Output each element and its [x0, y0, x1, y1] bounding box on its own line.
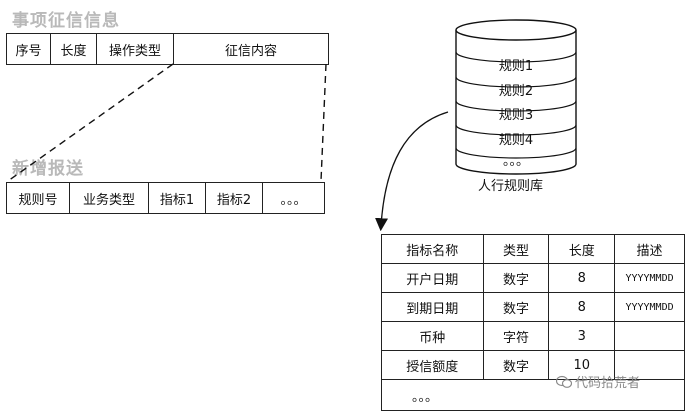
field-length: 长度 — [51, 34, 97, 64]
field-credit-content: 征信内容 — [224, 43, 277, 59]
cell-type: 字符 — [482, 321, 550, 351]
cell-type: 数字 — [482, 292, 550, 322]
cell-name: 币种 — [381, 321, 484, 351]
cell-description — [614, 321, 685, 351]
indicator-table: 指标名称 类型 长度 描述 开户日期 数字 8 YYYYMMDD 到期日期 数字… — [381, 234, 685, 411]
table-row: 币种 字符 3 — [381, 321, 685, 351]
field-business-type: 业务类型 — [70, 183, 149, 213]
new-report-section-title: 新增报送 — [12, 159, 84, 179]
expand-line-left — [7, 63, 174, 182]
db-caption: 人行规则库 — [478, 179, 544, 194]
db-rule-1: 规则1 — [498, 59, 534, 74]
record-section-title: 事项征信信息 — [12, 11, 120, 31]
db-more: 。。。 — [502, 154, 529, 169]
cell-length: 8 — [548, 263, 616, 293]
chat-bubble-icon — [556, 375, 572, 388]
cell-type: 数字 — [482, 263, 550, 293]
db-rule-3: 规则3 — [498, 108, 534, 123]
table-row: 到期日期 数字 8 YYYYMMDD — [381, 292, 685, 322]
header-indicator-name: 指标名称 — [381, 234, 484, 264]
cell-length: 3 — [548, 321, 616, 351]
header-type: 类型 — [482, 234, 550, 264]
watermark: 代码拾荒者 — [556, 372, 640, 391]
cell-name: 授信额度 — [381, 350, 484, 380]
table-header-row: 指标名称 类型 长度 描述 — [381, 234, 685, 264]
header-length: 长度 — [548, 234, 616, 264]
field-indicator-2: 指标2 — [206, 183, 263, 213]
cell-length: 10 — [548, 350, 616, 380]
table-ellipsis-row: 。。。 — [381, 379, 685, 411]
expand-line-right — [320, 63, 327, 182]
table-row: 授信额度 数字 10 — [381, 350, 685, 380]
cell-description: YYYYMMDD — [614, 263, 685, 293]
field-more: 。。。 — [280, 192, 307, 208]
db-rule-4: 规则4 — [498, 133, 534, 148]
cell-name: 开户日期 — [381, 263, 484, 293]
header-description: 描述 — [614, 234, 685, 264]
cell-name: 到期日期 — [381, 292, 484, 322]
watermark-text: 代码拾荒者 — [575, 376, 641, 391]
table-more: 。。。 — [381, 379, 685, 411]
cell-description: YYYYMMDD — [614, 292, 685, 322]
field-op-type: 操作类型 — [97, 34, 174, 64]
rule-database-cylinder — [455, 19, 577, 175]
cell-length: 8 — [548, 292, 616, 322]
db-to-table-arrow — [375, 111, 449, 232]
table-row: 开户日期 数字 8 YYYYMMDD — [381, 263, 685, 293]
new-report-fields-strip: 规则号 业务类型 指标1 指标2 。。。 — [6, 182, 325, 214]
field-indicator-1: 指标1 — [149, 183, 206, 213]
field-seq: 序号 — [7, 34, 51, 64]
cell-type: 数字 — [482, 350, 550, 380]
record-fields-strip: 序号 长度 操作类型 征信内容 — [6, 33, 329, 65]
db-rule-2: 规则2 — [498, 84, 534, 99]
field-rule-no: 规则号 — [7, 183, 70, 213]
